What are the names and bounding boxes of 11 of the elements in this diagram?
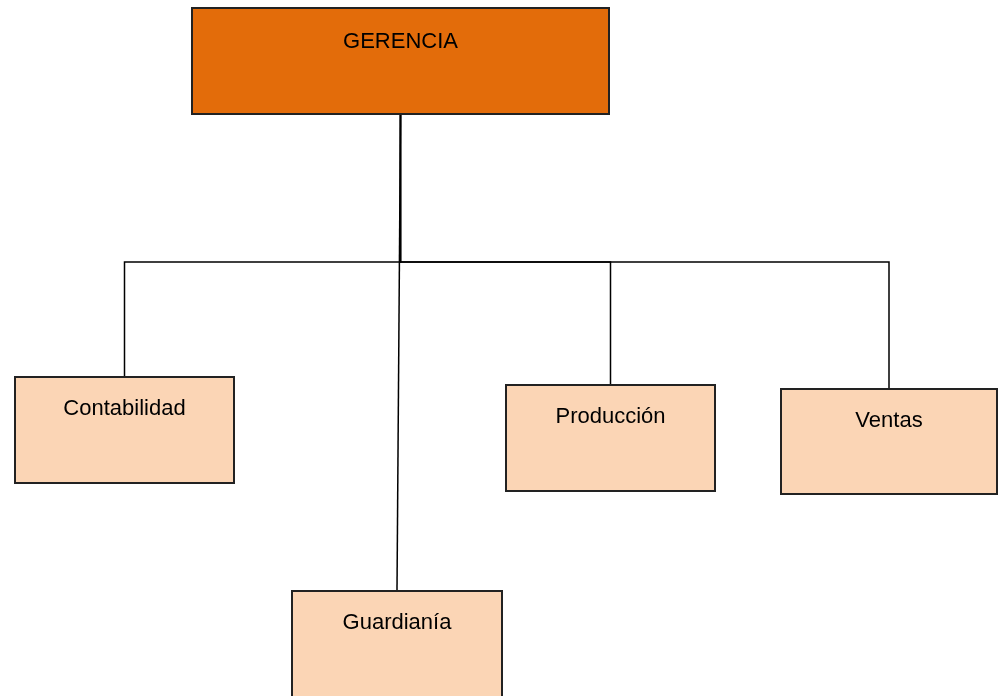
org-unit-box [191, 7, 610, 115]
org-unit-box [780, 388, 998, 495]
unit-name: Ventas [855, 406, 923, 434]
unit-name: Contabilidad [63, 394, 186, 422]
unit-name: Producción [555, 402, 666, 430]
unit-name: Guardianía [342, 608, 452, 636]
unit-name: GERENCIA [343, 27, 458, 55]
org-unit-box [291, 590, 503, 696]
connector-line [396, 114, 402, 591]
org-unit-box [14, 376, 235, 484]
org-unit-box [505, 384, 716, 492]
